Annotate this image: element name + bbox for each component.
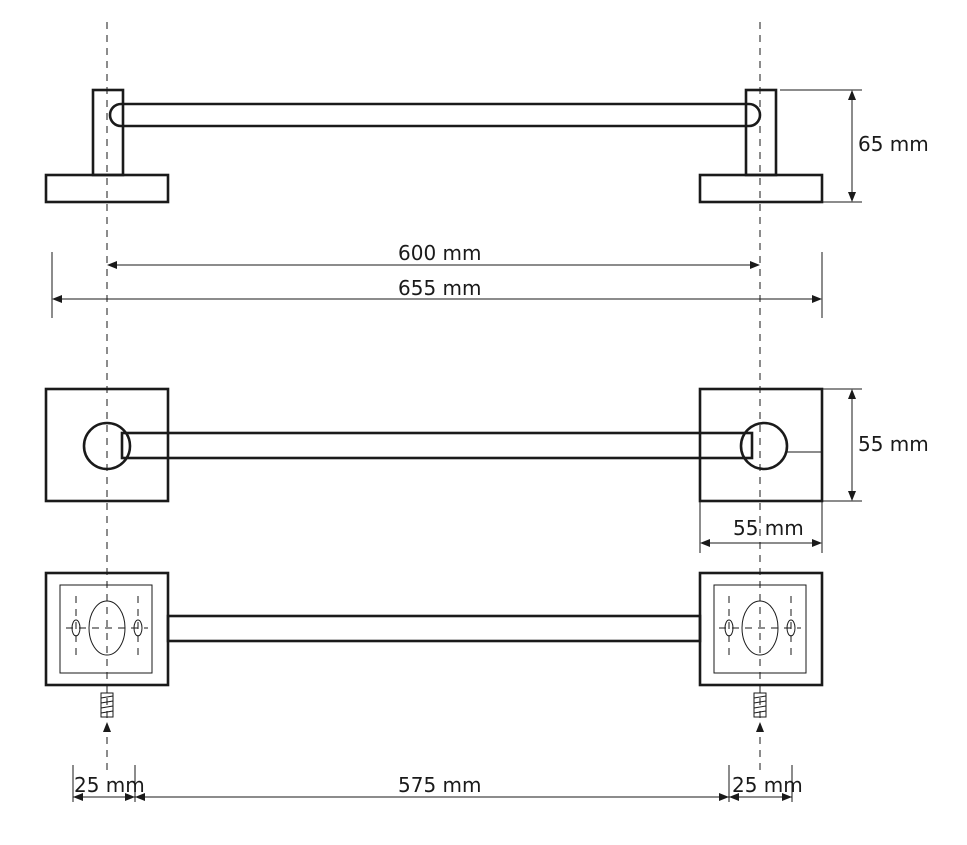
label-offset-right: 25 mm	[732, 773, 803, 797]
left-mount-plate	[44, 571, 170, 687]
left-set-screw	[100, 685, 114, 718]
bar-plan	[120, 431, 754, 460]
dimension-width-base: 55 mm	[699, 501, 823, 553]
right-base-square	[698, 387, 824, 503]
left-post-circle	[82, 421, 132, 471]
left-mount-inner	[59, 584, 153, 674]
dimension-height-base: 55 mm	[822, 388, 929, 502]
label-length-overall: 655 mm	[398, 276, 482, 300]
left-screw-arrow	[103, 722, 111, 732]
right-mount-inner	[713, 584, 807, 674]
label-length-bar: 575 mm	[398, 773, 482, 797]
dimension-height-top: 65 mm	[780, 89, 929, 203]
dimension-length-centers: 600 mm	[107, 241, 760, 269]
right-set-screw	[753, 685, 767, 718]
dimension-chain-bottom: 25 mm 575 mm 25 mm	[72, 765, 803, 802]
rear-view	[44, 571, 824, 732]
left-base-square	[44, 387, 170, 503]
bar-side	[108, 102, 762, 128]
bar-rear	[166, 614, 702, 643]
label-offset-left: 25 mm	[74, 773, 145, 797]
dimension-length-overall: 655 mm	[51, 252, 823, 318]
plan-view	[44, 387, 824, 503]
right-mount-plate	[698, 571, 824, 687]
label-height-base: 55 mm	[858, 432, 929, 456]
right-base-plate	[698, 173, 824, 204]
right-post-circle	[739, 421, 789, 471]
left-post	[91, 88, 125, 177]
label-width-base: 55 mm	[733, 516, 804, 540]
side-elevation-view	[44, 88, 824, 204]
right-screw-arrow	[756, 722, 764, 732]
right-post	[744, 88, 778, 177]
label-length-centers: 600 mm	[398, 241, 482, 265]
label-height-top: 65 mm	[858, 132, 929, 156]
